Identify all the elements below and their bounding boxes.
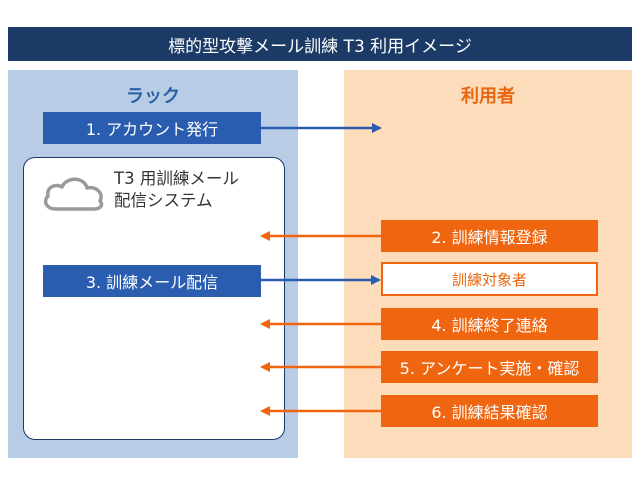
page-title: 標的型攻撃メール訓練 T3 利用イメージ [8,27,632,61]
system-label-line2: 配信システム [114,191,213,210]
system-label-line1: T3 用訓練メール [114,169,239,188]
lac-heading: ラック [126,86,180,107]
step2-training-info-register: 2. 訓練情報登録 [381,220,598,252]
training-target-box: 訓練対象者 [381,262,598,296]
system-label: T3 用訓練メール 配信システム [114,168,279,212]
step5-survey: 5. アンケート実施・確認 [381,351,598,383]
step3-training-mail-delivery: 3. 訓練メール配信 [43,265,261,297]
user-heading: 利用者 [461,86,515,107]
step6-result-check: 6. 訓練結果確認 [381,395,598,427]
cloud-icon [43,177,104,211]
step4-training-end-notice: 4. 訓練終了連絡 [381,308,598,340]
training-system-box [23,157,285,440]
step1-account-issue: 1. アカウント発行 [43,112,261,144]
